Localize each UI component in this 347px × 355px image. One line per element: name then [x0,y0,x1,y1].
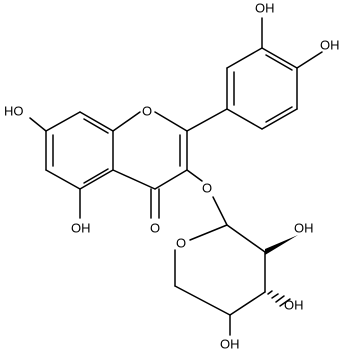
oh-para-label: OH [320,37,340,52]
glycosidic-oxygen-label: O [202,180,212,195]
sugar-ring-bonds [174,196,266,336]
carbonyl-oxygen-label: O [150,220,160,235]
oh-5-label: OH [71,220,91,235]
oh-sugar-3-label: OH [284,297,304,312]
sugar-ring-oxygen-label: O [176,235,186,250]
ring-oxygen-label: O [142,103,152,118]
oh-meta-label: OH [255,0,275,15]
substituent-bonds [29,17,323,219]
ring-c-bonds [112,111,188,219]
oh-7-label: HO [4,103,24,118]
stereo-bonds [265,235,298,307]
ring-a-bonds [45,111,114,190]
ring-b-bonds [186,47,298,132]
oh-sugar-2-label: OH [294,220,314,235]
oh-sugar-4-label: OH [220,336,240,351]
